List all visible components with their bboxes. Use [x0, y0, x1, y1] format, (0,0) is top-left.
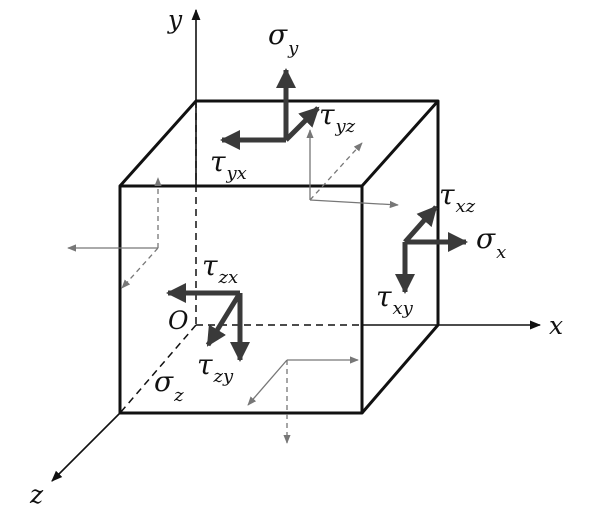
sigma-z-label: σz [154, 365, 184, 406]
tau-zx-symbol: τ [202, 249, 218, 282]
right-face-back [360, 101, 440, 414]
sigma-z-arrow [205, 291, 243, 347]
tau-zy-label: τzy [197, 348, 234, 387]
top-thin-diagonal-arrow [309, 142, 363, 201]
tau-zx-subscript: zx [218, 267, 239, 288]
tau-yx-label: τyx [210, 145, 247, 184]
tau-yx-subscript: yx [226, 163, 247, 184]
front-face [118, 184, 364, 415]
left-thin-diagonal-arrow [121, 247, 159, 289]
sigma-y-subscript: y [287, 38, 299, 59]
axes [51, 8, 542, 482]
tau-xz-label: τxz [439, 178, 476, 217]
sigma-y-symbol: σ [268, 18, 288, 51]
top-face-back [118, 99, 440, 187]
hidden-face-arrows [67, 129, 399, 444]
z-axis-line [51, 412, 121, 482]
tau-xz-subscript: xz [456, 196, 476, 217]
axis-labels: y x z O [29, 5, 563, 509]
tau-xy-symbol: τ [376, 280, 392, 313]
cube-edges [118, 99, 440, 415]
tau-zy-symbol: τ [197, 348, 213, 381]
primary-stress-arrows [166, 68, 468, 362]
tau-yz-label: τyz [319, 98, 356, 137]
sigma-x-label: σx [476, 222, 506, 263]
top-thin-right-arrow [309, 199, 399, 209]
hidden-edge-diagonal [119, 324, 197, 414]
tau-xz-symbol: τ [439, 178, 455, 211]
bottom-thin-diagonal-arrow [247, 359, 288, 406]
sigma-x-symbol: σ [476, 222, 496, 255]
sigma-z-symbol: σ [154, 365, 174, 398]
tau-zx-label: τzx [202, 249, 238, 288]
y-axis-label: y [167, 5, 183, 34]
tau-yz-subscript: yz [335, 116, 356, 137]
tau-yz-arrow [284, 106, 320, 142]
sigma-z-subscript: z [173, 385, 184, 406]
tau-zy-subscript: zy [213, 366, 234, 387]
sigma-x-subscript: x [496, 242, 506, 263]
tau-yz-symbol: τ [319, 98, 335, 131]
stress-labels: σy τyz τyx τxz σx τxy τzx τzy σz [154, 18, 506, 406]
sigma-y-label: σy [268, 18, 299, 59]
tau-xy-subscript: xy [393, 298, 414, 319]
z-axis-label: z [29, 480, 44, 509]
tau-yx-symbol: τ [210, 145, 226, 178]
tau-xz-arrow [403, 205, 438, 244]
origin-label: O [168, 306, 189, 335]
tau-xy-label: τxy [376, 280, 414, 319]
x-axis-label: x [549, 311, 563, 340]
